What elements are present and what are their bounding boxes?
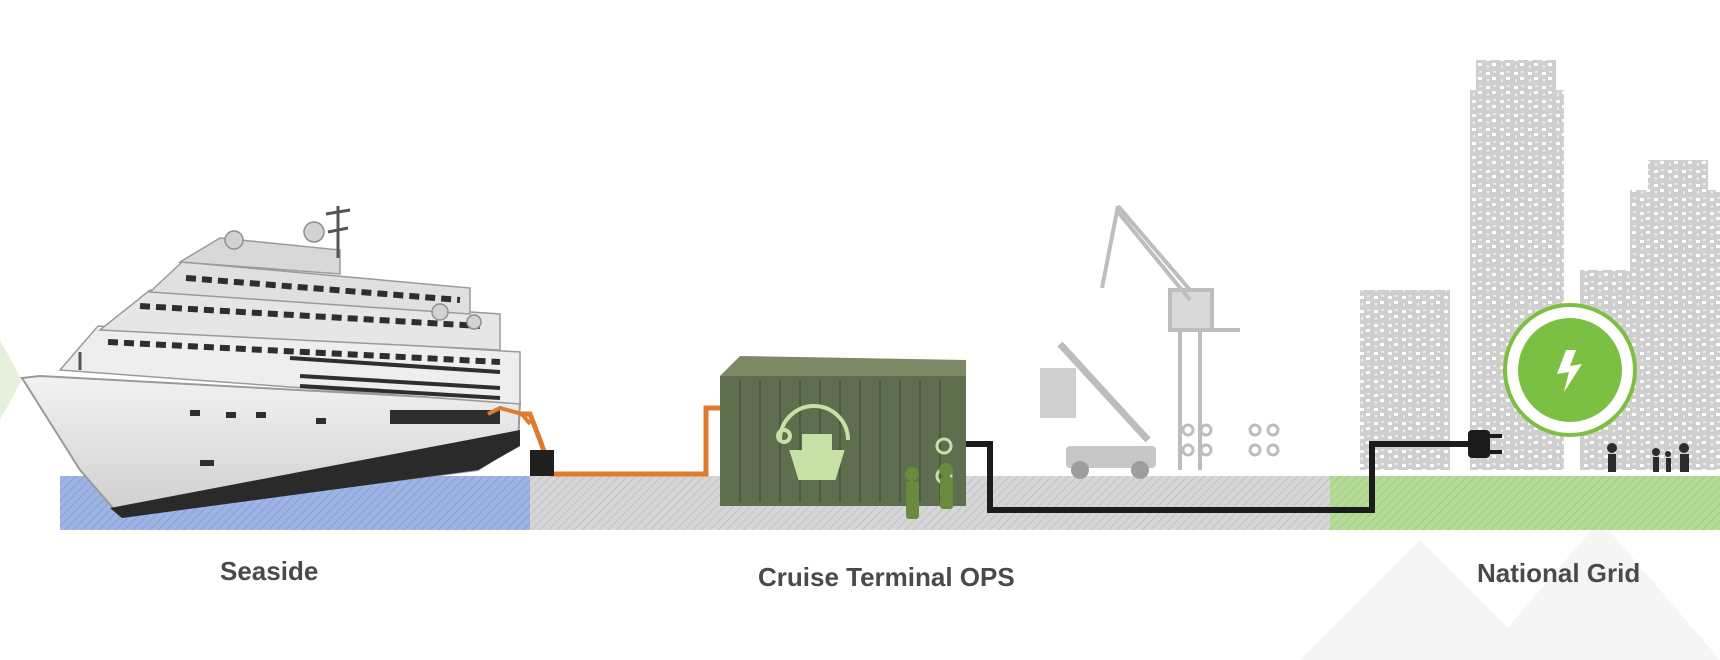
label-cruise-terminal-ops: Cruise Terminal OPS: [758, 562, 1015, 592]
ops-container-icon: [720, 356, 966, 506]
workers-icon: [905, 463, 953, 519]
cruise-ship-icon: [20, 206, 532, 518]
power-plug-icon: [1468, 430, 1502, 458]
black-cable: [962, 441, 1470, 513]
orange-cable: [494, 405, 720, 477]
label-national-grid: National Grid: [1477, 558, 1641, 588]
energy-circle-icon: [1503, 303, 1637, 437]
crane-icon: [1100, 204, 1280, 470]
shore-connector-box: [530, 450, 554, 476]
label-seaside: Seaside: [220, 556, 319, 586]
grid-ground: [1330, 476, 1720, 530]
lightning-bolt-icon: [1557, 350, 1582, 392]
reach-stacker-icon: [1040, 341, 1156, 479]
background-shapes: [0, 340, 1720, 660]
people-icon: [1607, 443, 1689, 472]
